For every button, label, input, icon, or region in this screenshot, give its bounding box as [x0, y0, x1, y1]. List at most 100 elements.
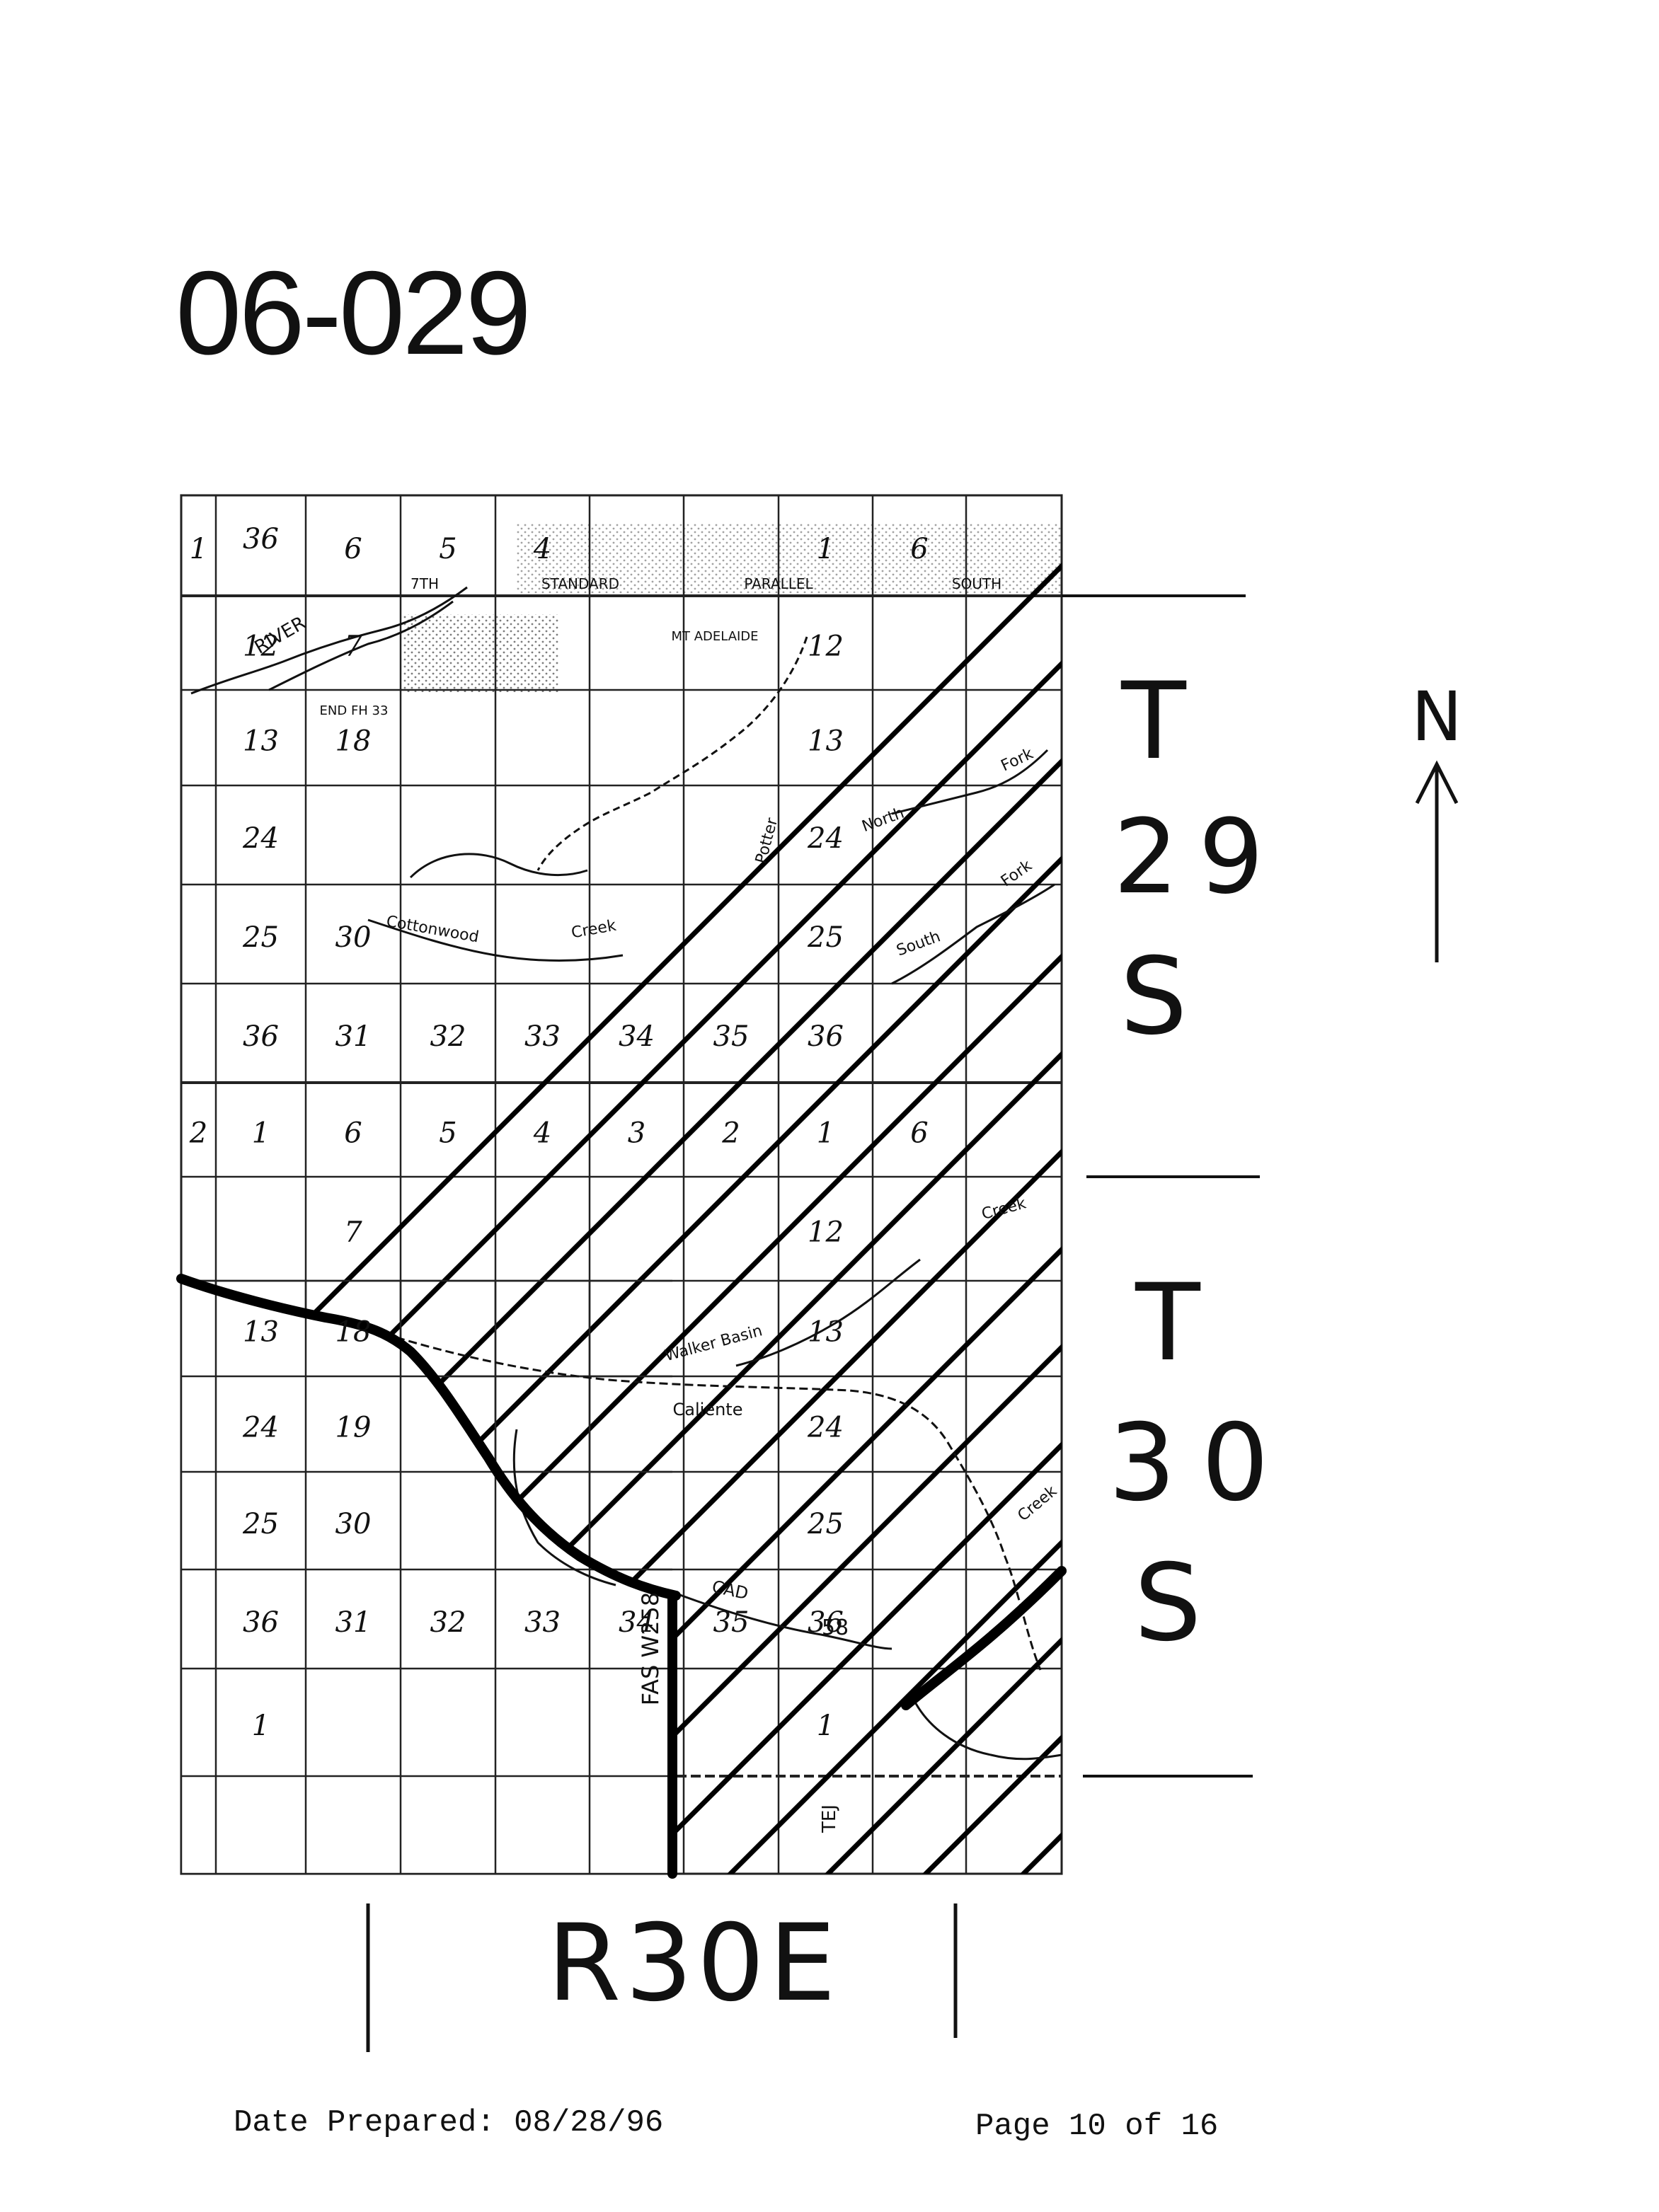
- section-number: 18: [335, 725, 372, 758]
- page-number: Page 10 of 16: [975, 2109, 1219, 2144]
- section-number: 24: [242, 1412, 279, 1444]
- place-label-mt-adelaide: MT ADELAIDE: [671, 629, 758, 644]
- section-number: 36: [243, 1606, 279, 1639]
- hatch-line: [239, 1051, 1062, 1874]
- section-number: 6: [910, 1117, 928, 1150]
- section-number: 4: [533, 1117, 551, 1150]
- place-label-caliente: Caliente: [673, 1400, 743, 1419]
- section-number: 2: [721, 1117, 740, 1150]
- creek-line: [409, 853, 588, 879]
- creek-line: [512, 1429, 616, 1586]
- section-number: 5: [439, 533, 457, 565]
- hatched-region: [181, 495, 1659, 2208]
- place-label-south-fork: South: [894, 928, 943, 960]
- section-number: 2: [189, 1117, 207, 1150]
- hatch-line: [181, 856, 1062, 1743]
- place-label-tej: TEJ: [819, 1804, 840, 1833]
- section-number: 30: [335, 921, 372, 954]
- date-prepared: Date Prepared: 08/28/96: [234, 2105, 664, 2141]
- section-number: 33: [524, 1606, 561, 1639]
- section-number: 32: [430, 1606, 466, 1639]
- kern-river-line: [268, 600, 454, 691]
- township-lower-label: T 30 S: [1083, 1262, 1295, 1657]
- place-label-creek2: Creek: [980, 1194, 1028, 1223]
- walker-basin-creek-line: [396, 1336, 1042, 1671]
- road-58-line: [672, 1591, 892, 1650]
- section-number: 36: [243, 1020, 279, 1053]
- hatch-line: [1512, 495, 1659, 2208]
- section-number: 35: [713, 1606, 750, 1639]
- hatch-line: [926, 495, 1659, 2208]
- township-upper-label: T 29 S: [1093, 660, 1284, 1059]
- section-number: 1: [252, 1117, 270, 1150]
- creek-lines: [190, 586, 1062, 1761]
- fork-creek-line: [891, 883, 1055, 985]
- section-number: 6: [344, 1117, 362, 1150]
- section-number: 1: [252, 1710, 270, 1742]
- place-label-seventh: 7TH: [411, 575, 439, 592]
- section-number: 24: [242, 822, 279, 855]
- section-number: 3: [628, 1117, 645, 1150]
- section-number: 24: [807, 822, 844, 855]
- hatch-line: [1316, 495, 1659, 2208]
- section-number: 4: [533, 533, 551, 565]
- hatch-line: [181, 953, 1062, 1841]
- fork-creek-line: [891, 749, 1049, 815]
- section-number: 25: [807, 921, 844, 954]
- section-number: 19: [335, 1412, 372, 1444]
- hatch-line: [532, 1344, 1062, 1874]
- section-number: 34: [619, 1606, 655, 1639]
- section-number: 36: [243, 523, 279, 555]
- section-number: 31: [335, 1020, 372, 1053]
- section-number: 31: [335, 1606, 372, 1639]
- section-number: 25: [807, 1508, 844, 1540]
- section-number: 13: [808, 725, 844, 758]
- boundary-line: [176, 1274, 1067, 1879]
- section-number: 1: [817, 1710, 834, 1742]
- north-arrow-label: N: [1411, 677, 1462, 756]
- place-label-cad: CAD: [710, 1577, 750, 1603]
- section-number: 34: [619, 1020, 655, 1053]
- section-number: 33: [524, 1020, 561, 1053]
- section-number: 25: [242, 1508, 279, 1540]
- boundary-line-diagonal: [901, 1566, 1067, 1710]
- north-arrow-head: [1415, 760, 1459, 805]
- section-number: 5: [439, 1117, 457, 1150]
- place-label-fork1: Fork: [999, 745, 1037, 776]
- section-number: 6: [344, 533, 362, 565]
- section-number: 36: [808, 1606, 844, 1639]
- place-label-north: North: [860, 805, 907, 836]
- unhatched-region: [181, 1282, 672, 1874]
- place-label-potter: Potter: [752, 815, 781, 865]
- township-t: T: [1121, 660, 1186, 783]
- section-number: 13: [243, 725, 279, 758]
- section-number: 6: [910, 533, 928, 565]
- section-number: 36: [808, 1020, 844, 1053]
- township-dir: S: [1120, 935, 1188, 1059]
- section-number: 12: [808, 1216, 844, 1249]
- township-number: 29: [1113, 797, 1284, 917]
- caliente-creek-line: [735, 1258, 921, 1367]
- stippled-area: [403, 614, 559, 692]
- hatch-line: [1609, 495, 1659, 2208]
- section-number: 30: [335, 1508, 372, 1540]
- place-label-standard: STANDARD: [541, 575, 619, 592]
- section-number: 35: [713, 1020, 750, 1053]
- place-label-creek3: Creek: [1014, 1482, 1060, 1525]
- place-label-parallel: PARALLEL: [744, 575, 813, 592]
- stippled-area: [517, 524, 1062, 594]
- place-label-end-fh: END FH 33: [320, 703, 389, 718]
- place-label-walker-basin: Walker Basin: [663, 1322, 764, 1365]
- place-label-river: RIVER: [251, 613, 310, 659]
- section-number: 13: [243, 1316, 279, 1349]
- township-number: 30: [1108, 1402, 1295, 1525]
- place-label-south: SOUTH: [952, 575, 1001, 592]
- township-t: T: [1135, 1262, 1200, 1385]
- section-number: 7: [344, 1216, 362, 1249]
- section-number: 13: [808, 1316, 844, 1349]
- section-number: 12: [808, 630, 844, 663]
- boundary-curve: [176, 1274, 681, 1601]
